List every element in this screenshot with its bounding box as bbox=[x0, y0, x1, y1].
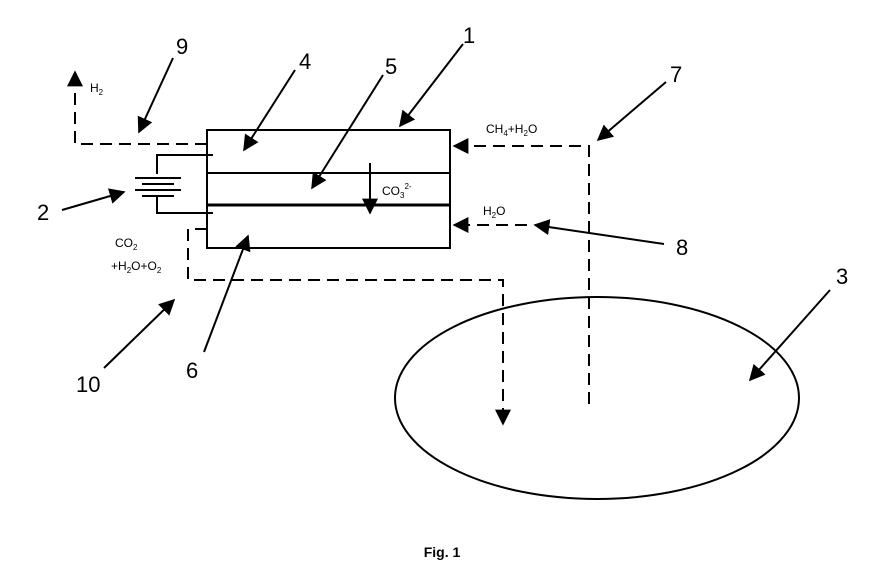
numeral-6: 6 bbox=[186, 358, 198, 383]
numeral-4: 4 bbox=[299, 49, 311, 74]
numeral-10: 10 bbox=[76, 372, 100, 397]
methane-steam-label: CH4+H2O bbox=[486, 122, 537, 138]
battery-upper-wire bbox=[157, 155, 213, 174]
water-oxygen-label: +H2O+O2 bbox=[111, 259, 162, 275]
leader-arrow-10 bbox=[104, 300, 174, 368]
leader-arrow-8 bbox=[535, 225, 664, 244]
numeral-8: 8 bbox=[676, 235, 688, 260]
carbonate-ion-label: CO32- bbox=[382, 182, 412, 200]
numeral-1: 1 bbox=[463, 23, 475, 48]
numeral-5: 5 bbox=[385, 54, 397, 79]
carbon-dioxide-label: CO2 bbox=[115, 236, 138, 252]
numeral-2: 2 bbox=[37, 200, 49, 225]
battery-lower-wire bbox=[157, 197, 213, 213]
figure-caption: Fig. 1 bbox=[424, 544, 461, 560]
power-source bbox=[135, 155, 213, 213]
hydrogen-label: H2 bbox=[90, 81, 104, 97]
reservoir bbox=[395, 297, 799, 499]
leader-arrow-1 bbox=[400, 44, 463, 126]
cell-housing bbox=[207, 130, 450, 248]
numeral-9: 9 bbox=[176, 34, 188, 59]
water-label: H2O bbox=[483, 204, 505, 220]
leader-arrow-5 bbox=[312, 75, 383, 188]
leader-arrow-7 bbox=[598, 82, 666, 140]
leader-arrow-6 bbox=[204, 236, 248, 352]
methane-steam-feed-line bbox=[454, 146, 589, 404]
reference-numerals: 1 2 3 4 5 6 7 8 9 10 bbox=[37, 23, 848, 397]
leader-arrow-4 bbox=[244, 70, 295, 150]
numeral-7: 7 bbox=[670, 62, 682, 87]
leader-arrow-9 bbox=[139, 58, 173, 132]
cell-stack bbox=[207, 130, 450, 248]
numeral-3: 3 bbox=[836, 264, 848, 289]
leader-arrow-2 bbox=[62, 192, 124, 210]
